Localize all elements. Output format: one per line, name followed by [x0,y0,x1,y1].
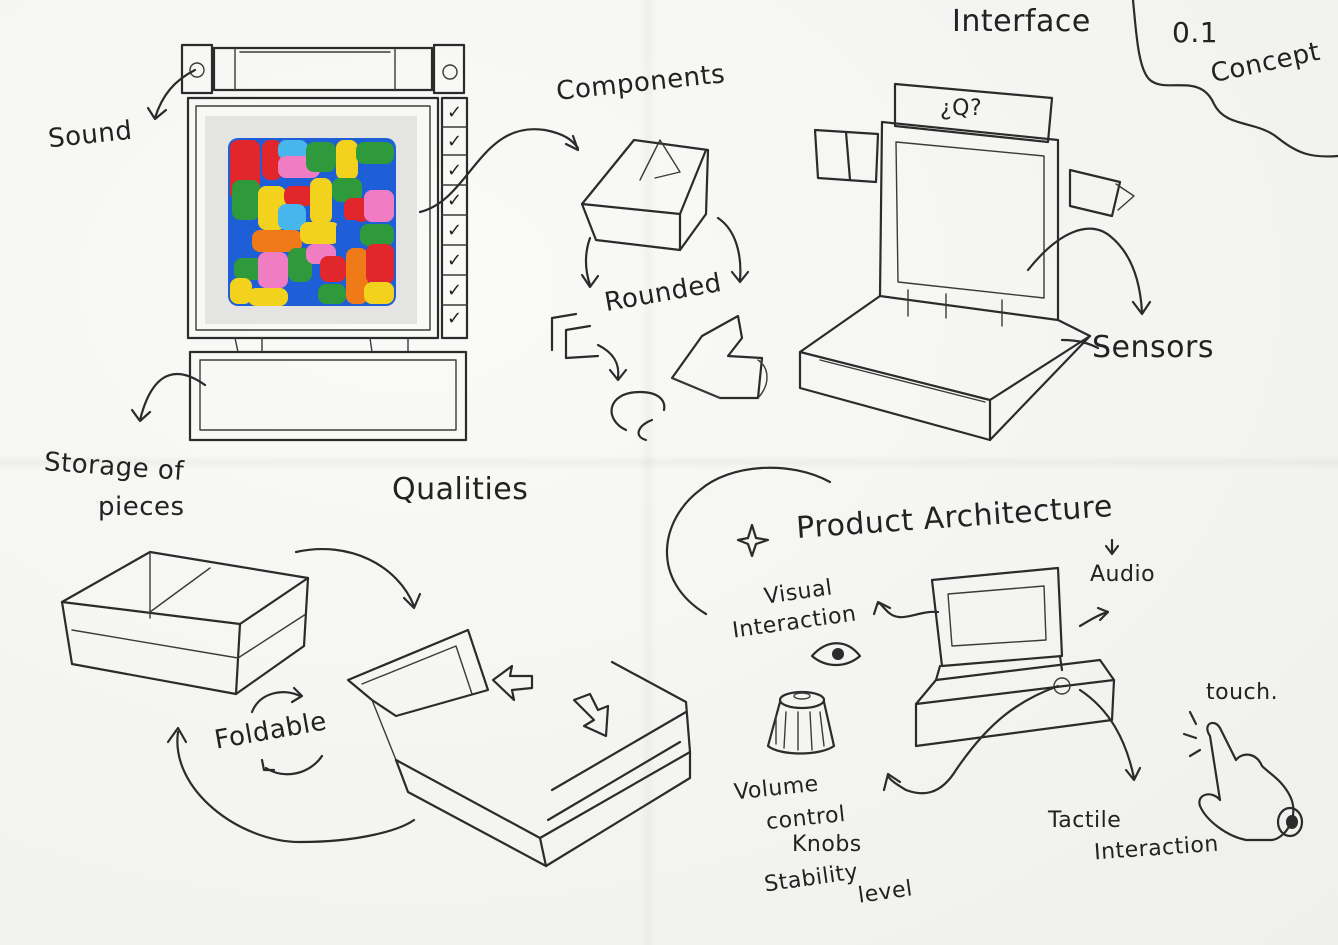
interface-label: Interface [952,4,1091,39]
check-icon: ✓ [447,190,463,211]
puzzle-pieces-image [230,140,394,306]
check-icon: ✓ [447,131,463,152]
eye-icon [810,642,862,667]
product-architecture-sketch [665,466,1304,842]
check-icon: ✓ [447,250,463,271]
check-icon: ✓ [447,280,463,301]
sensors-label: Sensors [1092,330,1214,365]
tactile-label-line1: Tactile [1048,808,1122,833]
section-divider-line [665,466,832,616]
qualities-sketch [60,547,692,868]
concept-corner-line [1131,0,1338,158]
check-icon: ✓ [447,160,463,181]
check-icon: ✓ [447,308,463,329]
arcade-cabinet-sketch [180,43,469,442]
storage-arrowhead-icon [130,408,152,423]
speaker-right-icon [442,64,458,80]
pointing-hand-icon [1182,710,1304,842]
storage-arrow [138,372,207,422]
check-icon: ✓ [447,102,463,123]
storage-label-line2: pieces [98,492,185,522]
sparkle-icon [736,523,770,558]
cabinet-screen [205,116,417,324]
interface-sketch [798,82,1152,442]
knob-icon [766,690,836,755]
volume-label-line3: Knobs [792,832,862,857]
components-arrowhead-icon [564,134,580,152]
interface-screen-text: ¿Q? [940,96,983,121]
components-sketch [550,138,768,442]
version-label: 0.1 [1172,16,1219,49]
audio-label: Audio [1090,562,1156,587]
sound-arrowhead-icon [146,106,168,121]
sound-arrow [153,68,197,120]
components-arrow [418,128,580,214]
qualities-label: Qualities [392,472,529,507]
touch-label: touch. [1206,680,1279,705]
speaker-left-icon [189,62,205,78]
check-icon: ✓ [447,220,463,241]
